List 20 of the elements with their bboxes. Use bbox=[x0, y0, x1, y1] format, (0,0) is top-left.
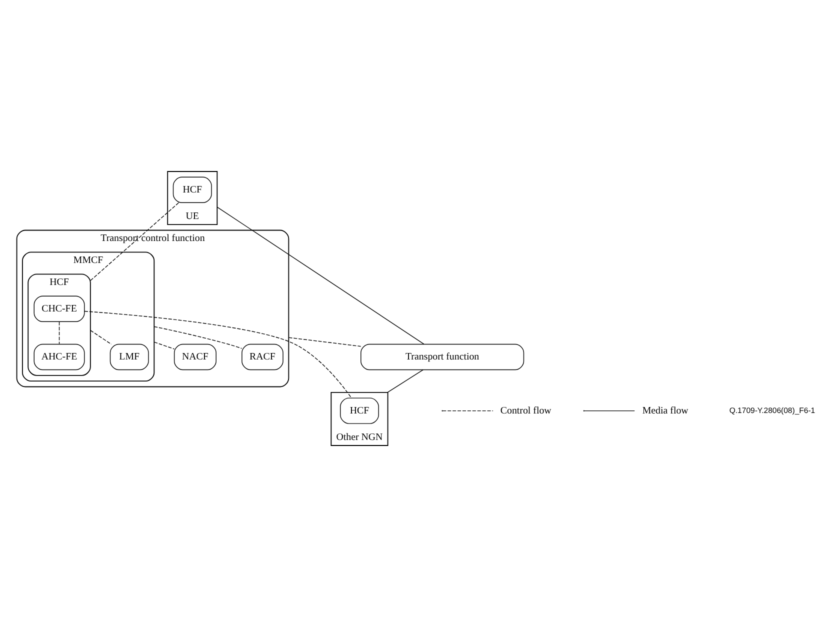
node-box: CHC-FE bbox=[34, 296, 85, 322]
node-box: HCF bbox=[172, 176, 212, 203]
connector bbox=[387, 370, 424, 393]
connector bbox=[90, 202, 179, 281]
legend-label: Control flow bbox=[500, 405, 552, 416]
label: Q.1709-Y.2806(08)_F6-1 bbox=[729, 406, 816, 415]
connector bbox=[90, 330, 112, 345]
legend-label: Media flow bbox=[642, 405, 688, 416]
connector bbox=[84, 310, 352, 398]
node-box: NACF bbox=[174, 344, 216, 370]
node-box: LMF bbox=[110, 344, 149, 370]
connector bbox=[216, 206, 424, 344]
connector bbox=[154, 326, 242, 349]
node-box: AHC-FE bbox=[34, 344, 85, 370]
node-box: HCF bbox=[340, 398, 379, 424]
node-box: RACF bbox=[242, 344, 284, 370]
connector bbox=[58, 321, 60, 344]
connector bbox=[154, 342, 175, 350]
node-box: Transport function bbox=[360, 344, 524, 370]
connector bbox=[288, 337, 362, 347]
